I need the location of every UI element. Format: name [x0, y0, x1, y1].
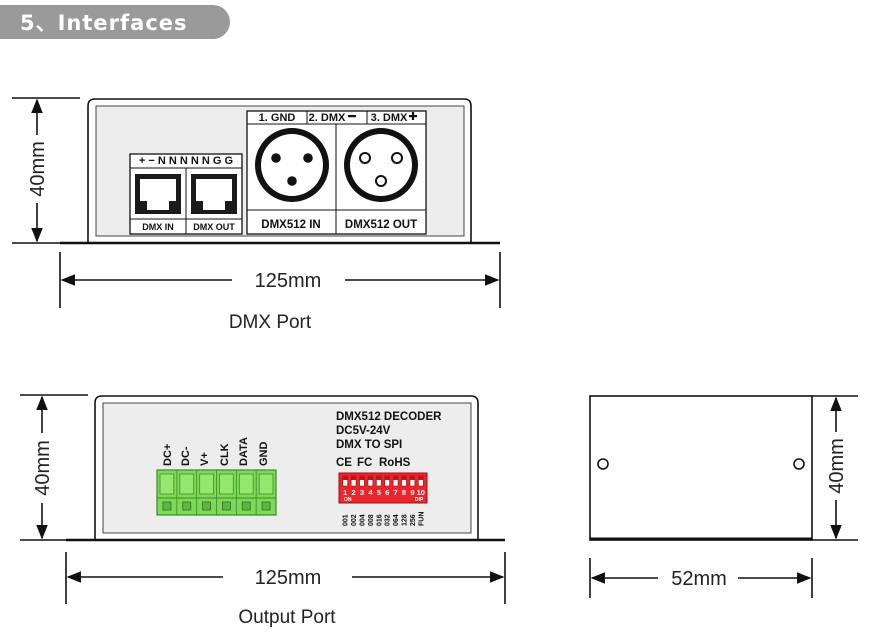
dip-value-label: FUN [418, 512, 425, 526]
terminal-label-v-plus: V+ [199, 452, 211, 466]
dip-number: 7 [394, 488, 398, 497]
dip-value-label: 256 [410, 514, 417, 526]
dip-lever-tip [401, 476, 407, 480]
output-width-dimension: 125mm [65, 552, 506, 604]
terminal-label-dc-plus: DC+ [162, 444, 174, 466]
terminal-slot [196, 470, 214, 515]
dip-lever-tip [342, 476, 348, 480]
dip-number: 1 [343, 488, 347, 497]
section-title: 5、Interfaces [20, 11, 188, 35]
side-view-left-screw-hole [597, 458, 609, 470]
output-height-label: 40mm [32, 440, 54, 496]
side-view-right-screw-hole [793, 458, 805, 470]
device-voltage: DC5V-24V [336, 425, 391, 437]
rj45-in-jack [135, 174, 181, 214]
dip-value-label: 016 [376, 514, 383, 526]
output-device-outline [66, 395, 505, 541]
side-view-body [589, 395, 813, 541]
xlr-in-label: DMX512 IN [261, 219, 320, 231]
terminal-labels: DC+ DC- V+ CLK DATA GND [162, 437, 270, 466]
dip-label: DIP [415, 497, 424, 503]
dip-number: 6 [385, 488, 389, 497]
dip-lever-tip [384, 476, 390, 480]
terminal-block [156, 469, 277, 516]
dip-value-label: 004 [360, 514, 367, 526]
dip-lever-tip [368, 476, 373, 480]
rj45-out-jack [191, 174, 237, 214]
terminal-label-clk: CLK [219, 443, 231, 466]
dip-value-label: 128 [402, 514, 409, 526]
xlr-pin1-label: 1. GND [259, 112, 296, 124]
dip-value-label: 002 [351, 514, 358, 526]
dip-lever-tip [359, 476, 365, 480]
xlr-in-connector [255, 128, 329, 202]
dip-value-label: 008 [368, 514, 375, 526]
device-protocol: DMX TO SPI [336, 439, 402, 451]
rj45-block: + − N N N N N G G DMX IN DMX OUT [129, 153, 243, 235]
side-width-label: 52mm [671, 568, 727, 590]
terminal-slot [159, 473, 175, 511]
dmx-height-label: 40mm [27, 141, 49, 197]
dip-lever-tip [393, 476, 398, 480]
ce-mark-icon: CE [336, 457, 352, 469]
side-height-label: 40mm [826, 438, 848, 494]
dip-number: 9 [410, 488, 414, 497]
dip-number: 5 [377, 488, 381, 497]
xlr-out-label: DMX512 OUT [345, 219, 417, 231]
terminal-slot [176, 470, 195, 515]
rj45-pin-label: + − N N N N N G G [139, 155, 233, 167]
terminal-slot [216, 470, 234, 515]
xlr-out-connector [344, 128, 418, 202]
dip-number: 10 [417, 488, 425, 497]
terminal-slot [255, 470, 274, 515]
plus-sign-icon [409, 112, 417, 120]
device-name: DMX512 DECODER [336, 411, 442, 423]
output-port-view: 40mm DC+ DC- V+ CLK DATA GND DMX512 DECO… [20, 394, 506, 628]
dip-number: 2 [352, 488, 356, 497]
dip-number: 8 [402, 488, 406, 497]
dip-value-label: 001 [343, 514, 350, 526]
output-height-dimension: 40mm [20, 394, 88, 541]
terminal-label-gnd: GND [258, 442, 270, 467]
dmx-height-dimension: 40mm [12, 97, 80, 244]
output-port-caption: Output Port [238, 607, 336, 628]
dmx-port-caption: DMX Port [229, 312, 312, 333]
dmx-device-outline [60, 98, 500, 244]
dip-lever-tip [418, 476, 424, 480]
xlr-pin2-label: 2. DMX [309, 112, 346, 124]
terminal-label-data: DATA [238, 437, 250, 466]
dip-value-label: 032 [385, 514, 392, 526]
dip-lever-tip [376, 476, 382, 480]
dip-lever-tip [351, 476, 356, 480]
rohs-mark: RoHS [379, 457, 411, 469]
xlr-block: 1. GND 2. DMX 3. DMX [246, 110, 427, 235]
dip-number: 3 [360, 488, 364, 497]
certification-marks: CE FC RoHS [336, 457, 411, 469]
dmx-width-label: 125mm [255, 270, 322, 292]
dmx-port-view: 40mm + − N N N N N G G DMX [12, 97, 501, 333]
dip-on-label: ON [344, 497, 352, 503]
section-header: 5、Interfaces [0, 5, 230, 39]
minus-sign-icon [348, 115, 356, 118]
side-view: 40mm 52mm [589, 395, 858, 598]
dip-value-label: 064 [393, 514, 400, 526]
side-width-dimension: 52mm [589, 558, 813, 598]
fc-mark-icon: FC [357, 457, 372, 469]
dip-number: 4 [368, 488, 373, 497]
xlr-pin3-label: 3. DMX [371, 112, 408, 124]
rj45-in-label: DMX IN [142, 222, 174, 232]
terminal-slot [235, 470, 254, 515]
dmx-width-dimension: 125mm [59, 252, 501, 308]
dip-lever-tip [410, 476, 415, 480]
rj45-out-label: DMX OUT [193, 222, 235, 232]
side-height-dimension: 40mm [812, 395, 858, 541]
section-pill [0, 5, 230, 39]
output-width-label: 125mm [255, 567, 322, 589]
terminal-label-dc-minus: DC- [180, 446, 192, 466]
